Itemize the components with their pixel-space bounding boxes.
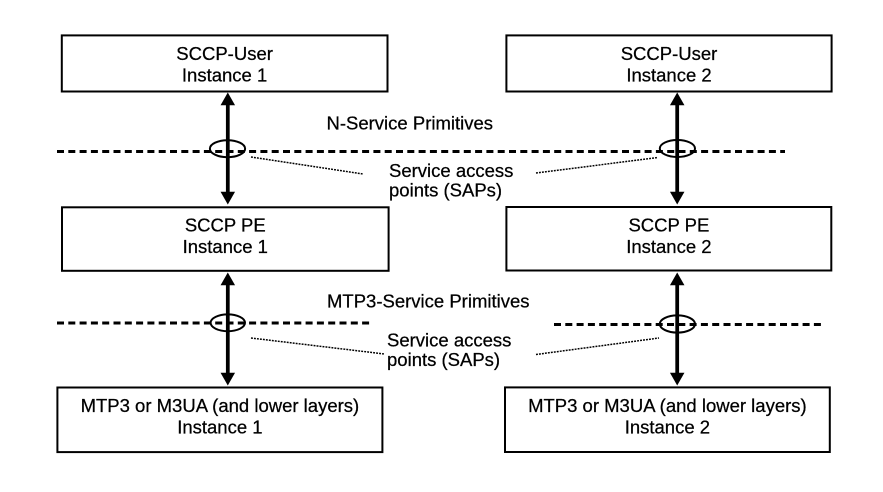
svg-text:N-Service Primitives: N-Service Primitives <box>327 113 494 134</box>
svg-text:MTP3 or M3UA (and lower layers: MTP3 or M3UA (and lower layers)Instance … <box>81 395 360 438</box>
svg-text:MTP3 or M3UA (and lower layers: MTP3 or M3UA (and lower layers)Instance … <box>528 395 807 438</box>
svg-text:MTP3-Service Primitives: MTP3-Service Primitives <box>327 290 530 311</box>
